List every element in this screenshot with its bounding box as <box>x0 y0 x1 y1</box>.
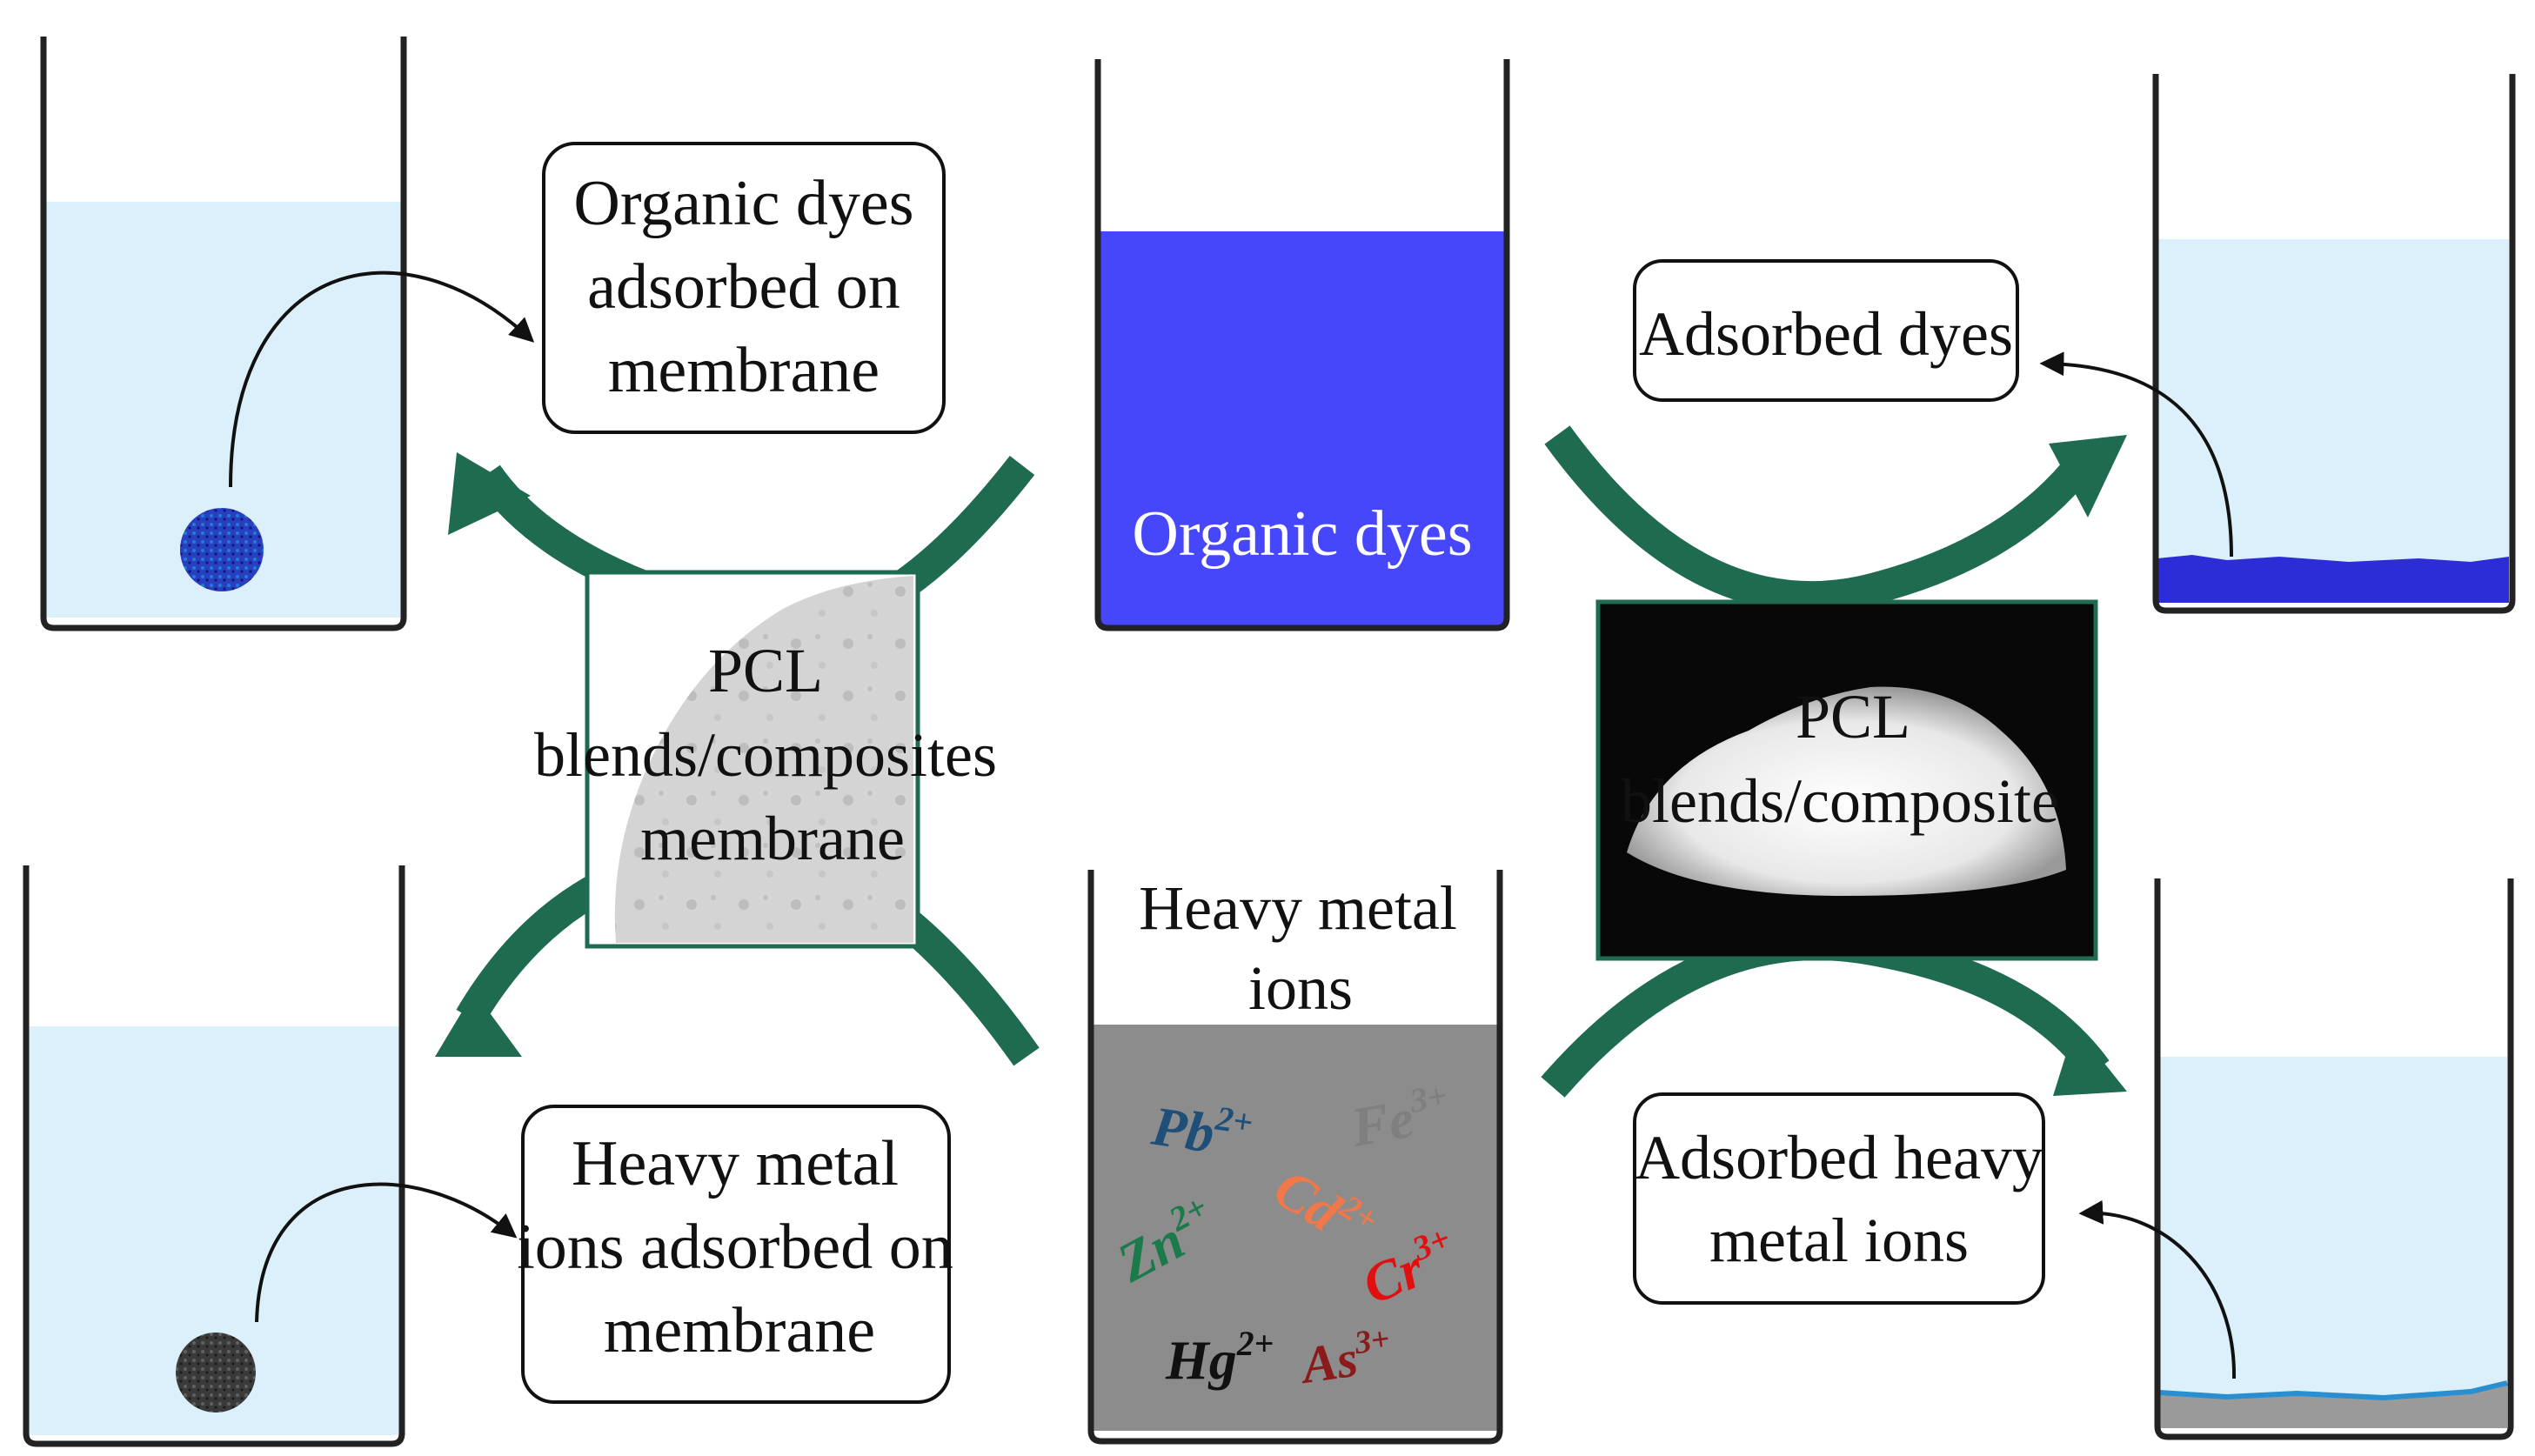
pcl-membrane-label-3: membrane <box>640 804 905 873</box>
arrow-to-adsorbed-dyes <box>1544 425 2097 613</box>
label-box-metals-membrane <box>521 1105 951 1404</box>
beaker-dyes-treated-membrane <box>40 37 535 631</box>
arrowhead-metals-membrane <box>435 992 522 1057</box>
transfer-arrow <box>2039 351 2233 558</box>
ion-as: As3+ <box>1294 1321 1395 1394</box>
label-box-adsorbed-metals <box>1633 1092 2045 1305</box>
metals-membrane-label-1: Heavy metal <box>572 1128 899 1199</box>
transfer-arrow <box>255 1182 518 1323</box>
dyes-membrane-label-2: adsorbed on <box>587 251 900 323</box>
adsorbed-metals-label-1: Adsorbed heavy <box>1635 1123 2043 1192</box>
ion-pb: Pb2+ <box>1147 1091 1255 1170</box>
metal-residue <box>2159 1383 2507 1428</box>
organic-dyes-label: Organic dyes <box>1132 498 1472 570</box>
transfer-arrow <box>229 270 535 488</box>
ion-hg: Hg2+ <box>1165 1325 1274 1391</box>
ion-fe: Fe3+ <box>1345 1076 1455 1159</box>
beaker-dyes-treated-powder <box>2039 74 2516 614</box>
heavy-metal-ions-label-1: Heavy metal <box>1139 873 1457 943</box>
metals-membrane-label-3: membrane <box>604 1295 875 1366</box>
pcl-membrane-label-1: PCL <box>708 636 823 705</box>
beaker-organic-dyes <box>1094 59 1510 631</box>
arrowhead-adsorbed-metals <box>2053 1026 2127 1096</box>
label-box-adsorbed-dyes <box>1633 259 2019 402</box>
label-box-dyes-membrane <box>542 142 946 434</box>
metal-loaded-bead <box>176 1332 256 1413</box>
pcl-membrane-image <box>585 570 920 949</box>
pcl-powder-image <box>1595 599 2098 961</box>
metal-solution <box>1093 1025 1498 1431</box>
metals-membrane-label-2: ions adsorbed on <box>517 1212 953 1283</box>
beaker-metals-treated-membrane <box>23 865 518 1447</box>
dyes-membrane-label-3: membrane <box>608 335 880 406</box>
heavy-metal-ions-label-2: ions <box>1248 953 1353 1023</box>
beaker-water <box>2157 239 2509 603</box>
dye-residue <box>2157 555 2509 603</box>
adsorbed-dyes-label: Adsorbed dyes <box>1639 299 2013 369</box>
pcl-membrane-label-2: blends/composites <box>534 720 997 790</box>
beaker-water <box>2159 1057 2507 1428</box>
green-arrowheads <box>435 435 2127 1096</box>
beaker-metals-treated-powder <box>2078 878 2514 1440</box>
dye-solution <box>1100 231 1505 626</box>
beaker-heavy-metal-ions <box>1087 870 1503 1445</box>
arrowhead-dyes-membrane <box>448 452 531 535</box>
pcl-powder-label-1: PCL <box>1796 682 1910 751</box>
dye-loaded-bead <box>180 508 264 591</box>
arrow-to-adsorbed-metals <box>1541 928 2110 1098</box>
pcl-powder-label-2: blends/composite <box>1621 766 2059 836</box>
dyes-membrane-label-1: Organic dyes <box>573 168 913 239</box>
transfer-arrow <box>2078 1199 2237 1379</box>
adsorbed-metals-label-2: metal ions <box>1709 1206 1969 1275</box>
arrowhead-adsorbed-dyes <box>2049 435 2127 518</box>
